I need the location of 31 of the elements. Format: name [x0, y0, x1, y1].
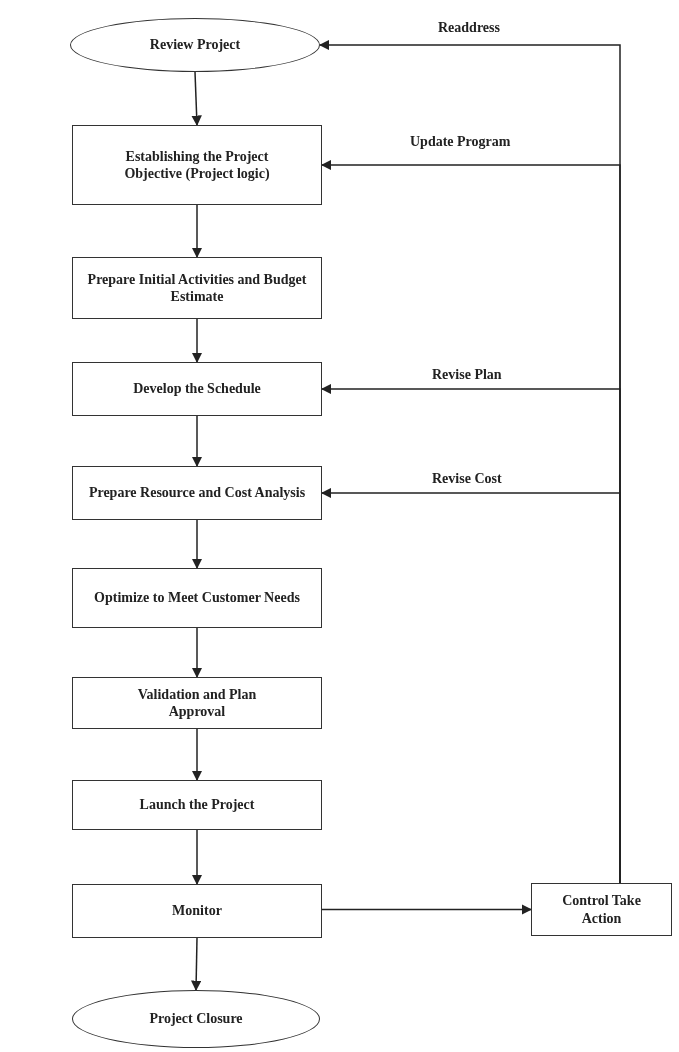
arrow	[191, 204, 203, 259]
edge-label: Update Program	[408, 134, 513, 150]
process-box	[72, 257, 322, 319]
process-box	[72, 884, 322, 938]
process-box	[72, 362, 322, 416]
arrow	[191, 829, 203, 886]
process-box	[72, 568, 322, 628]
arrow	[191, 71, 202, 127]
node-text: Launch the Project	[139, 796, 255, 814]
arrow	[191, 519, 203, 570]
node-text: Review Project	[149, 36, 241, 54]
node-text: Prepare Initial Activities and Budget Estimate	[87, 270, 307, 306]
node-text: Monitor	[172, 902, 222, 920]
node-text: Prepare Resource and Cost Analysis	[88, 484, 306, 502]
node-text: Project Closure	[149, 1010, 243, 1028]
node-text: Optimize to Meet Customer Needs	[94, 589, 300, 607]
node-text: Control Take Action	[561, 892, 642, 927]
arrow	[191, 728, 203, 782]
arrow	[191, 415, 203, 468]
arrow	[191, 627, 203, 679]
node-text: Develop the Schedule	[133, 380, 261, 398]
node-text: Establishing the Project Objective (Project logic)	[123, 147, 271, 183]
process-box	[72, 125, 322, 205]
arrow	[321, 904, 533, 915]
process-box	[72, 780, 322, 830]
arrow	[190, 937, 202, 992]
arrow	[191, 318, 203, 364]
process-box	[531, 883, 672, 936]
process-box	[72, 677, 322, 729]
node-text: Validation and Plan Approval	[136, 685, 258, 721]
process-box	[72, 466, 322, 520]
